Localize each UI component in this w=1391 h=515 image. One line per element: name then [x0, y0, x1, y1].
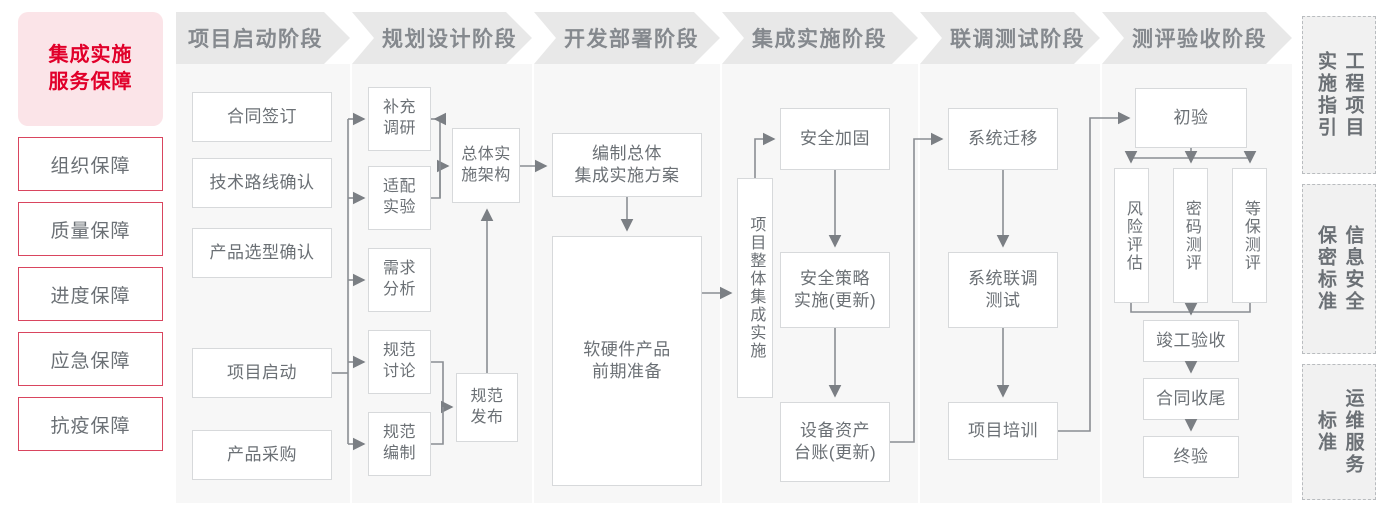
node-requirement-analysis[interactable]: 需求 分析 [368, 248, 431, 312]
node-supplementary-research[interactable]: 补充 调研 [368, 87, 431, 151]
node-spec-release[interactable]: 规范 发布 [456, 373, 518, 442]
phase-title: 开发部署阶段 [564, 28, 699, 51]
guarantee-sidebar: 集成实施 服务保障 组织保障 质量保障 进度保障 应急保障 抗疫保障 [18, 12, 163, 451]
standard-label: 信息安全 保密标准 [1315, 225, 1364, 313]
phase-title: 集成实施阶段 [752, 28, 887, 51]
phase-header: 规划设计阶段 [352, 12, 532, 64]
standard-label: 运维服务 标准 [1315, 388, 1364, 476]
guarantee-item-epidemic[interactable]: 抗疫保障 [18, 397, 163, 451]
node-system-migration[interactable]: 系统迁移 [948, 108, 1058, 170]
phase-title: 联调测试阶段 [950, 28, 1085, 51]
node-completion-acceptance[interactable]: 竣工验收 [1143, 320, 1239, 362]
phase-title: 规划设计阶段 [382, 28, 517, 51]
node-spec-drafting[interactable]: 规范 编制 [368, 412, 431, 476]
node-security-hardening[interactable]: 安全加固 [780, 108, 890, 170]
guarantee-title: 集成实施 服务保障 [18, 12, 163, 126]
standard-label: 工程项目 实施指引 [1315, 51, 1364, 139]
node-contract-closeout[interactable]: 合同收尾 [1143, 378, 1239, 420]
phase-header: 测评验收阶段 [1102, 12, 1292, 64]
node-adaptation-experiment[interactable]: 适配 实验 [368, 166, 431, 230]
phase-title: 测评验收阶段 [1132, 28, 1267, 51]
phase-header: 集成实施阶段 [722, 12, 918, 64]
node-cryptography-evaluation[interactable]: 密码测评 [1173, 168, 1208, 303]
node-project-kickoff[interactable]: 项目启动 [192, 348, 332, 398]
node-overall-project-integration[interactable]: 项目整体集成实施 [737, 178, 773, 398]
guarantee-item-schedule[interactable]: 进度保障 [18, 267, 163, 321]
node-tech-route-confirm[interactable]: 技术路线确认 [192, 158, 332, 208]
node-project-training[interactable]: 项目培训 [948, 402, 1058, 460]
node-final-acceptance[interactable]: 终验 [1143, 436, 1239, 478]
phase-header: 开发部署阶段 [534, 12, 720, 64]
standard-card-information-security-confidentiality[interactable]: 信息安全 保密标准 [1302, 184, 1376, 354]
standard-card-operations-service-standard[interactable]: 运维服务 标准 [1302, 364, 1376, 500]
node-classified-protection-evaluation[interactable]: 等保测评 [1232, 168, 1267, 303]
node-risk-assessment[interactable]: 风险评估 [1114, 168, 1149, 303]
node-system-joint-debug-test[interactable]: 系统联调 测试 [948, 252, 1058, 328]
guarantee-item-emergency[interactable]: 应急保障 [18, 332, 163, 386]
node-draft-overall-integration-plan[interactable]: 编制总体 集成实施方案 [552, 133, 702, 197]
node-contract-signing[interactable]: 合同签订 [192, 92, 332, 142]
node-spec-discussion[interactable]: 规范 讨论 [368, 330, 431, 394]
node-product-procurement[interactable]: 产品采购 [192, 430, 332, 480]
node-equipment-asset-ledger[interactable]: 设备资产 台账(更新) [780, 402, 890, 482]
node-hardware-software-preparation[interactable]: 软硬件产品 前期准备 [552, 236, 702, 486]
guarantee-item-organization[interactable]: 组织保障 [18, 137, 163, 191]
node-overall-implementation-architecture[interactable]: 总体实 施架构 [452, 128, 520, 203]
node-preliminary-acceptance[interactable]: 初验 [1135, 88, 1247, 148]
guarantee-item-quality[interactable]: 质量保障 [18, 202, 163, 256]
node-security-policy-implementation[interactable]: 安全策略 实施(更新) [780, 252, 890, 328]
phase-title: 项目启动阶段 [188, 28, 323, 51]
node-product-selection-confirm[interactable]: 产品选型确认 [192, 228, 332, 278]
phase-header: 联调测试阶段 [920, 12, 1100, 64]
phase-header: 项目启动阶段 [176, 12, 350, 64]
standard-card-project-implementation-guide[interactable]: 工程项目 实施指引 [1302, 16, 1376, 174]
